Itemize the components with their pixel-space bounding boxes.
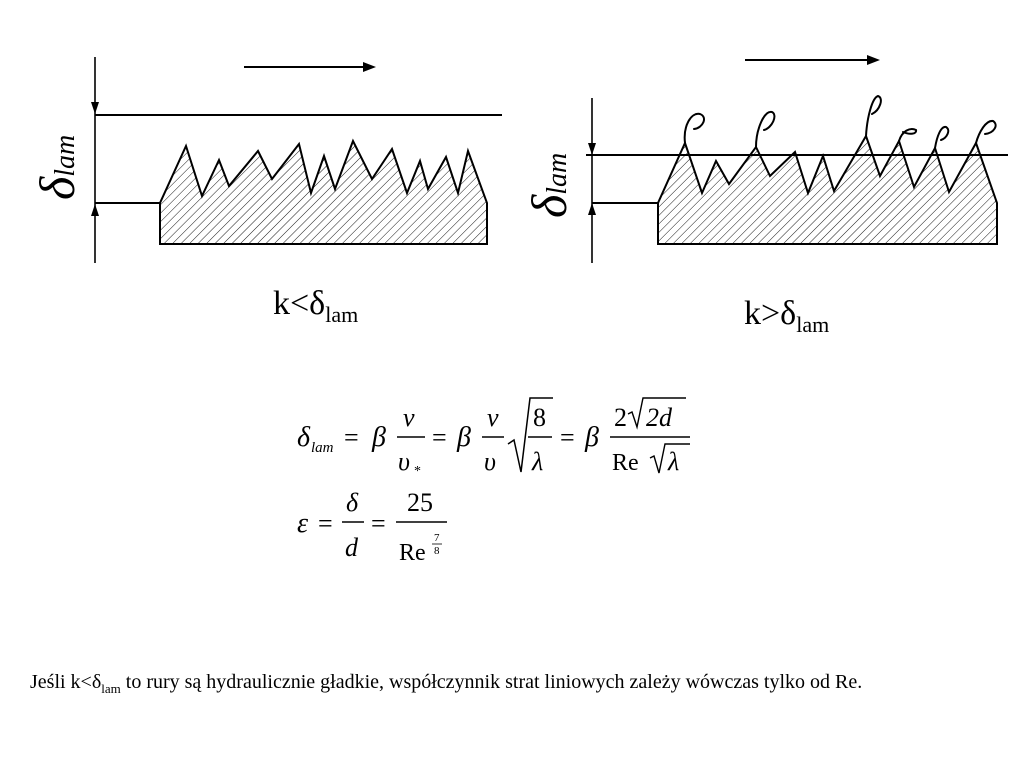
right-condition-label: k>δlam bbox=[744, 295, 829, 337]
caption-part1: Jeśli k<δ bbox=[30, 671, 102, 693]
eq1-beta-3: β bbox=[584, 422, 599, 453]
eq1-f2-den: υ bbox=[484, 447, 496, 476]
right-dimension-arrows bbox=[588, 98, 596, 263]
eq1-sqrt-den: λ bbox=[531, 447, 543, 476]
left-condition-label: k<δlam bbox=[273, 285, 358, 327]
eq2-lhs: ε bbox=[297, 508, 308, 539]
eq1-f1-den: υ bbox=[398, 447, 410, 476]
eq1-equals-2: = bbox=[432, 423, 447, 452]
eq2-exp-den: 8 bbox=[434, 545, 440, 557]
eq1-f3-num-rad: 2d bbox=[646, 403, 673, 432]
right-axis-label: δlam bbox=[521, 153, 577, 218]
right-flow-arrow bbox=[745, 55, 880, 65]
left-panel: δlam k<δlam bbox=[29, 57, 502, 327]
eq1-f1-num: ν bbox=[403, 403, 415, 432]
eq1-f3-den-re: Re bbox=[612, 450, 639, 476]
left-dimension-arrows bbox=[91, 57, 99, 263]
eq1-lhs: δ bbox=[297, 422, 311, 453]
left-flow-arrow bbox=[244, 62, 376, 72]
eq1-f2-num: ν bbox=[487, 403, 499, 432]
eq1-f3-num-coef: 2 bbox=[614, 403, 627, 432]
eq1-lhs-sub: lam bbox=[311, 440, 334, 456]
eq2-exp-num: 7 bbox=[434, 532, 440, 544]
right-rough-wall bbox=[657, 133, 998, 245]
eq2-equals-2: = bbox=[371, 509, 386, 538]
eq1-beta-2: β bbox=[456, 422, 471, 453]
formula-laminar-thickness: δ lam = β ν υ * = β ν υ 8 λ = β 2 2d Re … bbox=[297, 397, 690, 479]
vortex-curls bbox=[683, 94, 997, 149]
eq2-f2-den: Re bbox=[399, 540, 426, 566]
eq2-equals-1: = bbox=[318, 509, 333, 538]
eq2-f2-num: 25 bbox=[407, 488, 433, 517]
left-axis-label: δlam bbox=[29, 135, 85, 200]
eq1-equals-1: = bbox=[344, 423, 359, 452]
eq1-f1-den-sub: * bbox=[414, 464, 421, 479]
eq2-f1-den: d bbox=[345, 533, 359, 562]
eq1-sqrt-num: 8 bbox=[533, 403, 546, 432]
caption-text: Jeśli k<δlam to rury są hydraulicznie gł… bbox=[30, 668, 990, 703]
caption-sub: lam bbox=[101, 681, 121, 696]
eq2-f1-num: δ bbox=[346, 488, 359, 517]
eq1-beta-1: β bbox=[371, 422, 386, 453]
left-rough-wall bbox=[159, 138, 488, 245]
eq1-f3-den-rad: λ bbox=[667, 447, 679, 476]
right-panel: δlam k>δlam bbox=[521, 55, 1008, 337]
caption-part2: to rury są hydraulicznie gładkie, współc… bbox=[120, 671, 863, 693]
formula-relative-thickness: ε = δ d = 25 Re 7 8 bbox=[297, 488, 447, 566]
eq1-equals-3: = bbox=[560, 423, 575, 452]
